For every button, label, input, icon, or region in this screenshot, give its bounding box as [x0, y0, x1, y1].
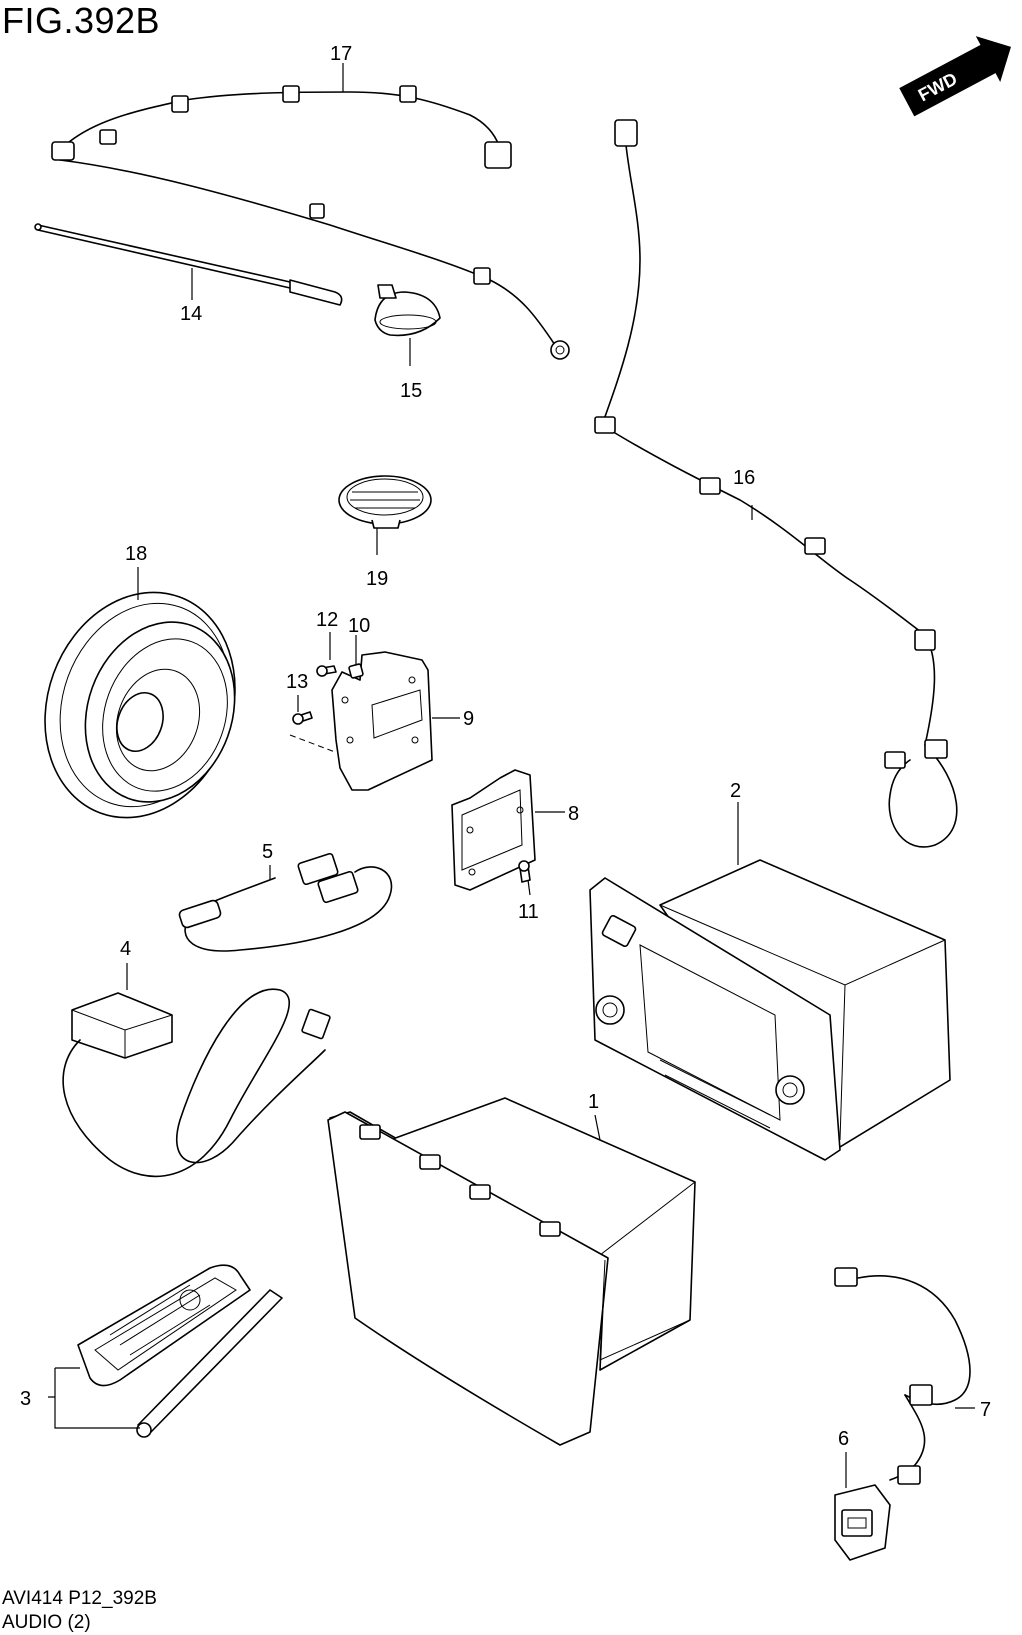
usb-harness: [834, 1267, 971, 1485]
tweeter-grille: [338, 475, 432, 529]
callout-19: 19: [366, 568, 388, 590]
callout-17: 17: [330, 43, 352, 65]
callout-2: 2: [730, 780, 741, 802]
stylus: [136, 1289, 283, 1438]
callout-12: 12: [316, 609, 338, 631]
callout-10: 10: [348, 615, 370, 637]
callout-11: 11: [518, 901, 539, 923]
figure-name: AUDIO (2): [2, 1612, 91, 1633]
callout-15: 15: [400, 380, 422, 402]
figure-code: AVI414 P12_392B: [2, 1588, 157, 1609]
callout-16: 16: [733, 467, 755, 489]
callout-5: 5: [262, 841, 273, 863]
leader-lines: [48, 63, 975, 1488]
callout-4: 4: [120, 938, 131, 960]
callout-6: 6: [838, 1428, 849, 1450]
callout-7: 7: [980, 1399, 991, 1421]
callout-1: 1: [588, 1091, 599, 1113]
display-module: [327, 1097, 696, 1446]
head-unit: [589, 859, 951, 1161]
callout-13: 13: [286, 671, 308, 693]
roof-antenna-harness: [51, 85, 570, 360]
callout-18: 18: [125, 543, 147, 565]
callout-9: 9: [463, 708, 474, 730]
bracket-left: [451, 769, 536, 891]
rod-antenna: [34, 223, 343, 306]
door-speaker: [44, 591, 236, 819]
gps-antenna: [62, 988, 331, 1178]
antenna-base: [374, 284, 441, 337]
remote-control: [77, 1264, 251, 1387]
usb-aux-cable: [178, 852, 393, 952]
rear-harness: [594, 119, 958, 848]
fwd-arrow-icon: FWD: [899, 36, 1011, 117]
callout-8: 8: [568, 803, 579, 825]
callout-14: 14: [180, 303, 202, 325]
figure-title: FIG.392B: [2, 0, 161, 41]
callout-3: 3: [20, 1388, 31, 1410]
usb-port: [834, 1484, 891, 1561]
bracket-right: [289, 651, 433, 791]
